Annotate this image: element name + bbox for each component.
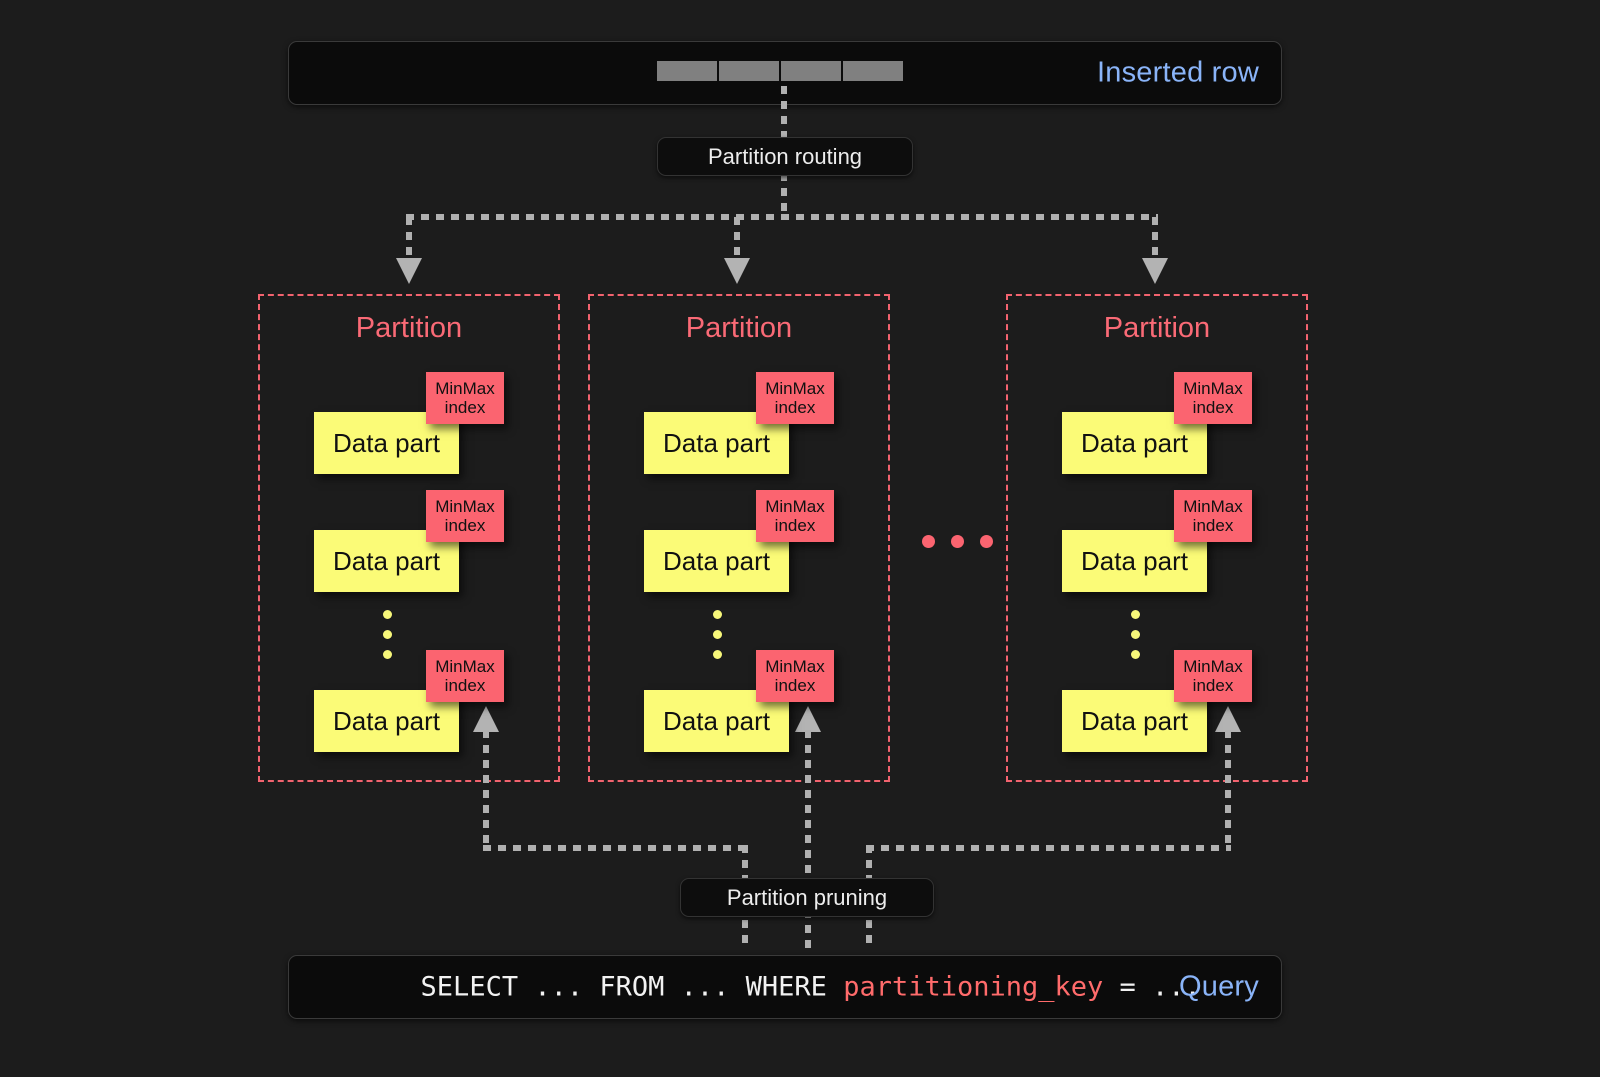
connector-row-to-routing	[781, 86, 787, 138]
connector-bus-to-partition-2	[734, 217, 740, 263]
data-part-label: Data part	[663, 427, 770, 458]
row-cell	[781, 61, 841, 81]
arrow-prune-to-partition-1	[473, 706, 499, 732]
partition-routing-box: Partition routing	[657, 137, 913, 176]
minmax-index-badge: MinMax index	[426, 490, 504, 542]
minmax-index-badge: MinMax index	[426, 372, 504, 424]
partition-title: Partition	[685, 312, 793, 344]
minmax-index-badge: MinMax index	[756, 650, 834, 702]
minmax-index-line2: index	[444, 516, 486, 535]
query-panel: SELECT ... FROM ... WHERE partitioning_k…	[288, 955, 1282, 1019]
data-part-label: Data part	[333, 705, 440, 736]
ellipsis-dot	[713, 610, 722, 619]
partition-pruning-label: Partition pruning	[726, 884, 888, 910]
data-part-label: Data part	[333, 545, 440, 576]
ellipsis-dot	[1131, 610, 1140, 619]
ellipsis-dot	[713, 650, 722, 659]
minmax-index-line1: MinMax	[435, 656, 495, 676]
minmax-index-line2: index	[774, 676, 816, 695]
partition-box-3: Partition	[1006, 294, 1308, 782]
connector-prune-riser-2	[805, 730, 811, 948]
partition-box-1: Partition	[258, 294, 560, 782]
minmax-index-line2: index	[1192, 676, 1234, 695]
data-part-label: Data part	[663, 545, 770, 576]
minmax-index-line1: MinMax	[435, 378, 495, 398]
data-part-box: Data part	[644, 530, 789, 592]
minmax-index-badge: MinMax index	[1174, 650, 1252, 702]
parts-ellipsis	[383, 610, 392, 659]
minmax-index-line1: MinMax	[1183, 496, 1243, 516]
ellipsis-dot	[383, 650, 392, 659]
minmax-index-badge: MinMax index	[756, 490, 834, 542]
minmax-index-line2: index	[444, 398, 486, 417]
query-suffix: = ...	[1103, 971, 1201, 1003]
query-prefix: SELECT ... FROM ... WHERE	[420, 971, 844, 1003]
connector-prune-bus-left	[483, 845, 745, 851]
data-part-label: Data part	[663, 705, 770, 736]
minmax-index-line1: MinMax	[765, 378, 825, 398]
data-part-box: Data part	[1062, 412, 1207, 474]
data-part-label: Data part	[1081, 545, 1188, 576]
ellipsis-dot	[1131, 630, 1140, 639]
minmax-index-line2: index	[774, 516, 816, 535]
arrow-into-partition-2	[724, 258, 750, 284]
arrow-prune-to-partition-2	[795, 706, 821, 732]
data-part-label: Data part	[333, 427, 440, 458]
partitions-ellipsis	[922, 535, 993, 548]
data-part-label: Data part	[1081, 427, 1188, 458]
parts-ellipsis	[713, 610, 722, 659]
connector-bus-to-partition-3	[1152, 217, 1158, 263]
minmax-index-line1: MinMax	[435, 496, 495, 516]
connector-bus-to-partition-1	[406, 217, 412, 263]
inserted-row-panel: Inserted row	[288, 41, 1282, 105]
ellipsis-dot	[980, 535, 993, 548]
arrow-into-partition-1	[396, 258, 422, 284]
parts-ellipsis	[1131, 610, 1140, 659]
connector-prune-riser-3	[1225, 730, 1231, 848]
inserted-row-cells	[657, 61, 903, 81]
partition-box-2: Partition	[588, 294, 890, 782]
minmax-index-line2: index	[1192, 398, 1234, 417]
ellipsis-dot	[713, 630, 722, 639]
query-sql-text: SELECT ... FROM ... WHERE partitioning_k…	[323, 941, 1201, 1034]
arrow-into-partition-3	[1142, 258, 1168, 284]
partition-title: Partition	[355, 312, 463, 344]
minmax-index-line1: MinMax	[1183, 656, 1243, 676]
data-part-label: Data part	[1081, 705, 1188, 736]
row-cell	[843, 61, 903, 81]
arrow-prune-to-partition-3	[1215, 706, 1241, 732]
partition-title: Partition	[1103, 312, 1211, 344]
minmax-index-line2: index	[444, 676, 486, 695]
inserted-row-label: Inserted row	[1097, 56, 1259, 89]
minmax-index-line1: MinMax	[765, 496, 825, 516]
ellipsis-dot	[383, 630, 392, 639]
ellipsis-dot	[1131, 650, 1140, 659]
partition-routing-label: Partition routing	[707, 143, 863, 169]
query-partitioning-key: partitioning_key	[843, 971, 1104, 1003]
minmax-index-line2: index	[774, 398, 816, 417]
minmax-index-badge: MinMax index	[1174, 490, 1252, 542]
connector-prune-riser-1	[483, 730, 489, 848]
partition-pruning-box: Partition pruning	[680, 878, 934, 917]
minmax-index-badge: MinMax index	[426, 650, 504, 702]
query-label: Query	[1179, 970, 1259, 1003]
connector-routing-to-bus	[781, 173, 787, 217]
minmax-index-line2: index	[1192, 516, 1234, 535]
row-cell	[657, 61, 717, 81]
routing-bus-line	[406, 214, 1158, 220]
connector-prune-bus-right	[866, 845, 1231, 851]
minmax-index-line1: MinMax	[765, 656, 825, 676]
minmax-index-badge: MinMax index	[1174, 372, 1252, 424]
ellipsis-dot	[383, 610, 392, 619]
minmax-index-line1: MinMax	[1183, 378, 1243, 398]
ellipsis-dot	[951, 535, 964, 548]
minmax-index-badge: MinMax index	[756, 372, 834, 424]
row-cell	[719, 61, 779, 81]
ellipsis-dot	[922, 535, 935, 548]
